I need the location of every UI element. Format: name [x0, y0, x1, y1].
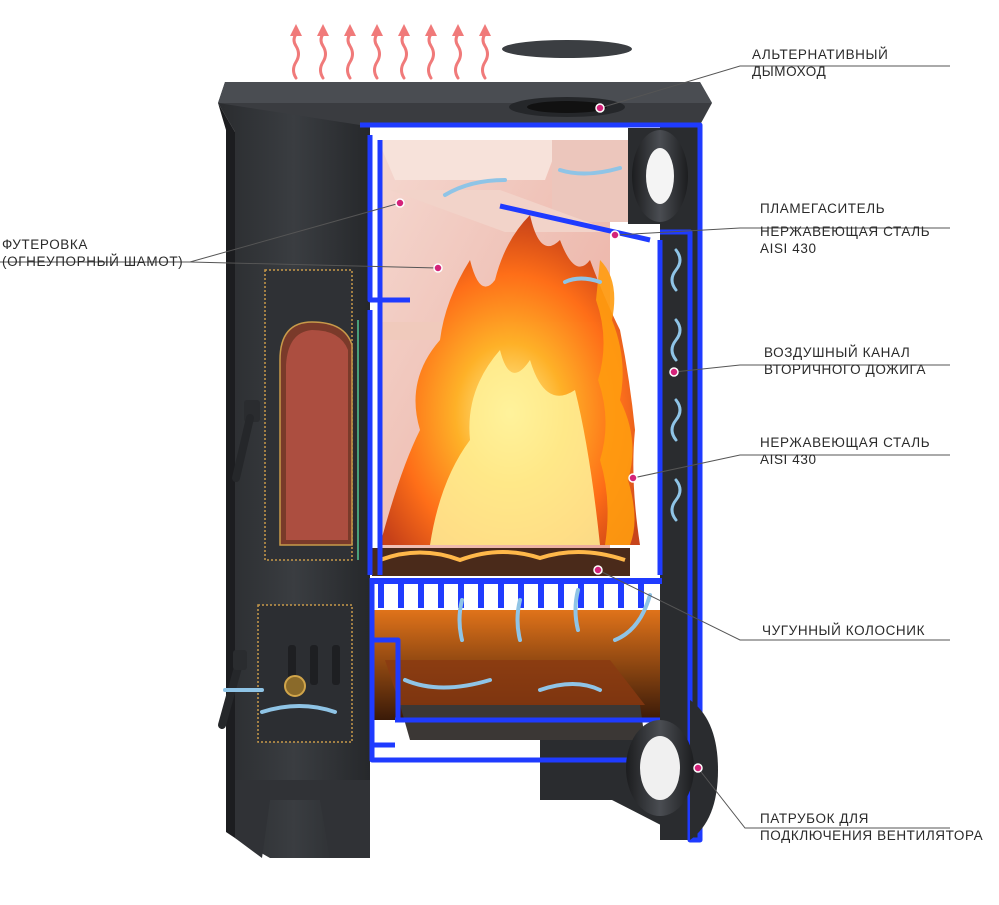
cast-iron-grate [372, 578, 662, 608]
heat-wave-arrow [292, 32, 300, 80]
air-flow-arrow [443, 178, 507, 197]
air-flow-arrow [573, 588, 580, 632]
callout-marker [593, 565, 603, 575]
label-flame-damper: ПЛАМЕГАСИТЕЛЬ НЕРЖАВЕЮЩАЯ СТАЛЬ AISI 430 [760, 200, 930, 257]
label-line: ЧУГУННЫЙ КОЛОСНИК [762, 623, 926, 638]
callout-markers [395, 103, 703, 773]
air-flow-arrow [260, 704, 337, 714]
air-flow-arrow [670, 478, 682, 522]
label-alt-chimney: АЛЬТЕРНАТИВНЫЙ ДЫМОХОД [752, 46, 888, 80]
label-air-channel: ВОЗДУШНЫЙ КАНАЛ ВТОРИЧНОГО ДОЖИГА [764, 344, 926, 378]
heat-wave-arrow [373, 32, 381, 80]
leader-lining-bottom [189, 261, 439, 269]
callout-marker [595, 103, 605, 113]
leader-grate [597, 569, 950, 641]
callout-marker [433, 263, 443, 273]
label-line: ВОЗДУШНЫЙ КАНАЛ [764, 345, 911, 360]
ash-pan [385, 660, 645, 705]
heat-wave-arrows [292, 32, 489, 80]
air-flow-arrow [670, 318, 682, 362]
label-lining: ФУТЕРОВКА (ОГНЕУПОРНЫЙ ШАМОТ) [2, 236, 183, 270]
heat-wave-arrow [400, 32, 408, 80]
air-flow-arrow [457, 598, 464, 642]
air-flow-arrow [563, 276, 602, 284]
chimney-cap [502, 40, 632, 58]
leader-stainless [632, 454, 950, 479]
heat-wave-arrow [319, 32, 327, 80]
callout-marker [669, 367, 679, 377]
heat-wave-arrow [346, 32, 354, 80]
callout-marker [610, 230, 620, 240]
leader-air-channel [673, 364, 950, 373]
label-line: ПАТРУБОК ДЛЯ [760, 811, 869, 826]
label-line: ДЫМОХОД [752, 64, 827, 79]
label-stainless-steel: НЕРЖАВЕЮЩАЯ СТАЛЬ AISI 430 [760, 434, 930, 468]
air-flow-arrow [670, 398, 682, 442]
alternative-chimney-pipe [628, 128, 690, 224]
leader-lines [0, 65, 950, 829]
leader-flame-damper [614, 227, 950, 236]
label-line: ФУТЕРОВКА [2, 237, 88, 252]
heat-wave-arrow [481, 32, 489, 80]
label-line: AISI 430 [760, 241, 817, 256]
heat-wave-arrow [454, 32, 462, 80]
leader-alt-chimney [599, 65, 950, 109]
label-line: ПОДКЛЮЧЕНИЯ ВЕНТИЛЯТОРА [760, 828, 984, 843]
fan-connection-pipe [626, 700, 718, 840]
leader-fan-pipe [697, 767, 950, 829]
air-regulator [284, 675, 306, 697]
callout-marker [693, 763, 703, 773]
callout-marker [395, 198, 405, 208]
label-line: НЕРЖАВЕЮЩАЯ СТАЛЬ [760, 224, 931, 239]
primary-airflow-arrows [223, 166, 652, 714]
label-line: НЕРЖАВЕЮЩАЯ СТАЛЬ [760, 435, 931, 450]
air-flow-arrow [538, 682, 602, 692]
air-flow-arrow [403, 678, 492, 690]
secondary-air-arrows [670, 248, 682, 522]
air-flow-arrow [670, 248, 682, 292]
callout-marker [628, 473, 638, 483]
label-line: ВТОРИЧНОГО ДОЖИГА [764, 362, 927, 377]
section-outline [360, 122, 703, 843]
label-line: (ОГНЕУПОРНЫЙ ШАМОТ) [2, 254, 184, 269]
label-fan-pipe: ПАТРУБОК ДЛЯ ПОДКЛЮЧЕНИЯ ВЕНТИЛЯТОРА [760, 810, 983, 844]
air-flow-arrow [558, 166, 622, 176]
label-line: АЛЬТЕРНАТИВНЫЙ [752, 47, 889, 62]
stove-leg-front [235, 780, 370, 858]
label-line: AISI 430 [760, 452, 817, 467]
air-flow-arrow [613, 593, 652, 642]
air-flow-arrow [515, 598, 522, 642]
label-line: ПЛАМЕГАСИТЕЛЬ [760, 201, 886, 216]
label-cast-grate: ЧУГУННЫЙ КОЛОСНИК [762, 622, 925, 639]
heat-wave-arrow [427, 32, 435, 80]
